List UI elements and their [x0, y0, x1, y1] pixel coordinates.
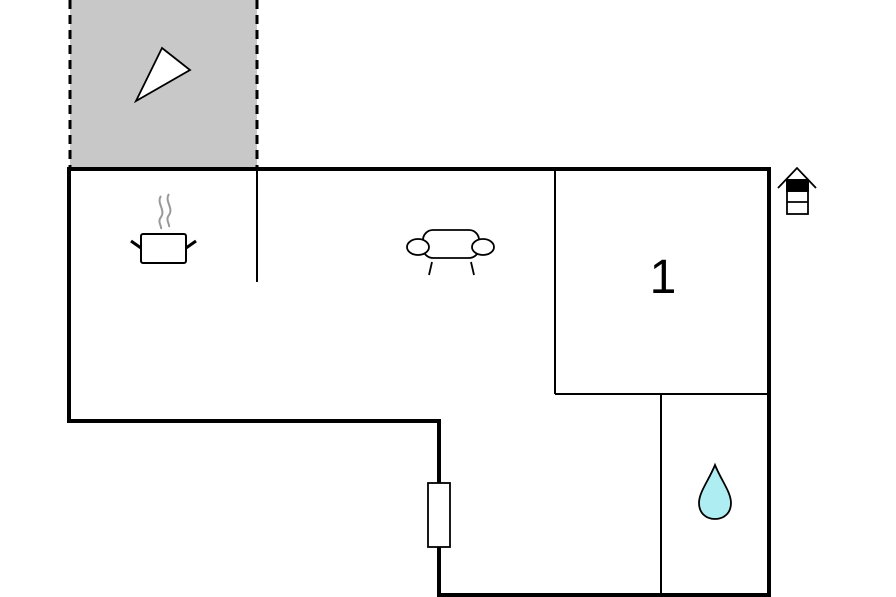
sofa-arm-right — [471, 238, 495, 256]
pot-handle-right — [185, 239, 197, 250]
terrace-area — [68, 0, 259, 170]
terrace-dashed-border — [68, 0, 259, 170]
sun-triangle-icon — [133, 46, 192, 104]
sofa-icon — [406, 229, 495, 276]
sofa-back — [422, 229, 480, 259]
house-entrance-icon — [777, 166, 817, 215]
outer-wall — [67, 167, 771, 597]
entrance-top-fill — [786, 179, 809, 192]
bedroom-label: 1 — [650, 251, 677, 304]
interior-walls — [256, 170, 768, 594]
pot-body — [140, 233, 187, 264]
sofa-arm-left — [406, 238, 430, 256]
steam-icon — [158, 193, 172, 230]
sofa-leg-right — [470, 261, 475, 276]
water-drop-icon — [698, 462, 732, 520]
pot-handle-left — [130, 239, 142, 250]
radiator-icon — [427, 482, 451, 548]
sofa-leg-left — [428, 261, 433, 276]
entrance-roof — [777, 166, 817, 189]
cooking-pot-icon — [130, 193, 197, 264]
